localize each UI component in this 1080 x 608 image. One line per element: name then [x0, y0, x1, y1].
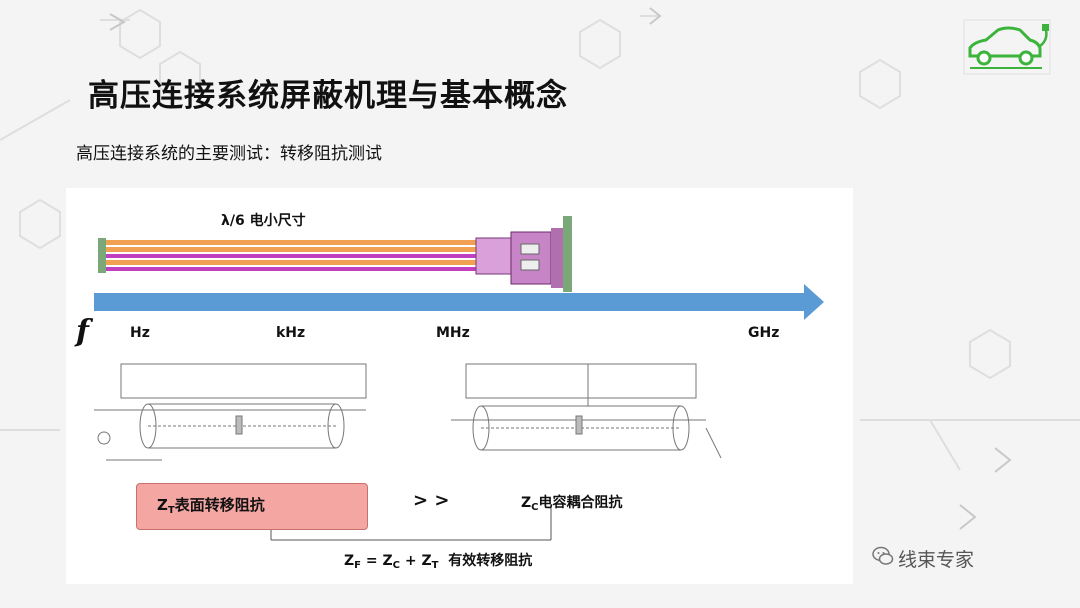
formula-bracket [270, 506, 552, 541]
circuit-schematic-left [94, 363, 367, 461]
watermark-text: 线束专家 [898, 549, 975, 571]
zc-label: ZC电容耦合阻抗 [521, 495, 623, 513]
freq-label-ghz: GHz [748, 325, 780, 341]
freq-label-khz: kHz [276, 325, 306, 341]
zt-label: ZT表面转移阻抗 [157, 496, 265, 516]
ev-car-logo-icon [963, 19, 1051, 75]
cable-bundle [106, 240, 486, 271]
freq-label-mhz: MHz [436, 325, 470, 341]
wechat-icon [872, 546, 894, 565]
lambda-label: λ/6 电小尺寸 [221, 213, 306, 229]
cable-right-end [563, 216, 572, 292]
much-greater-symbol: > > [413, 490, 450, 511]
zf-formula: ZF = ZC + ZT 有效转移阻抗 [344, 553, 533, 571]
frequency-arrow [94, 284, 824, 320]
cable-left-end [98, 238, 106, 273]
diagram-panel: λ/6 电小尺寸 f Hz kHz MHz GHz ZT表面转移阻抗 > > Z… [66, 188, 853, 584]
frequency-diagram [94, 216, 824, 541]
connector [475, 216, 572, 292]
page-title: 高压连接系统屏蔽机理与基本概念 [88, 78, 568, 114]
freq-label-hz: Hz [130, 325, 150, 341]
zt-highlight-box: ZT表面转移阻抗 [136, 483, 368, 530]
frequency-symbol: f [76, 314, 89, 349]
page-subtitle: 高压连接系统的主要测试：转移阻抗测试 [76, 144, 382, 164]
circuit-schematic-right [451, 363, 722, 459]
